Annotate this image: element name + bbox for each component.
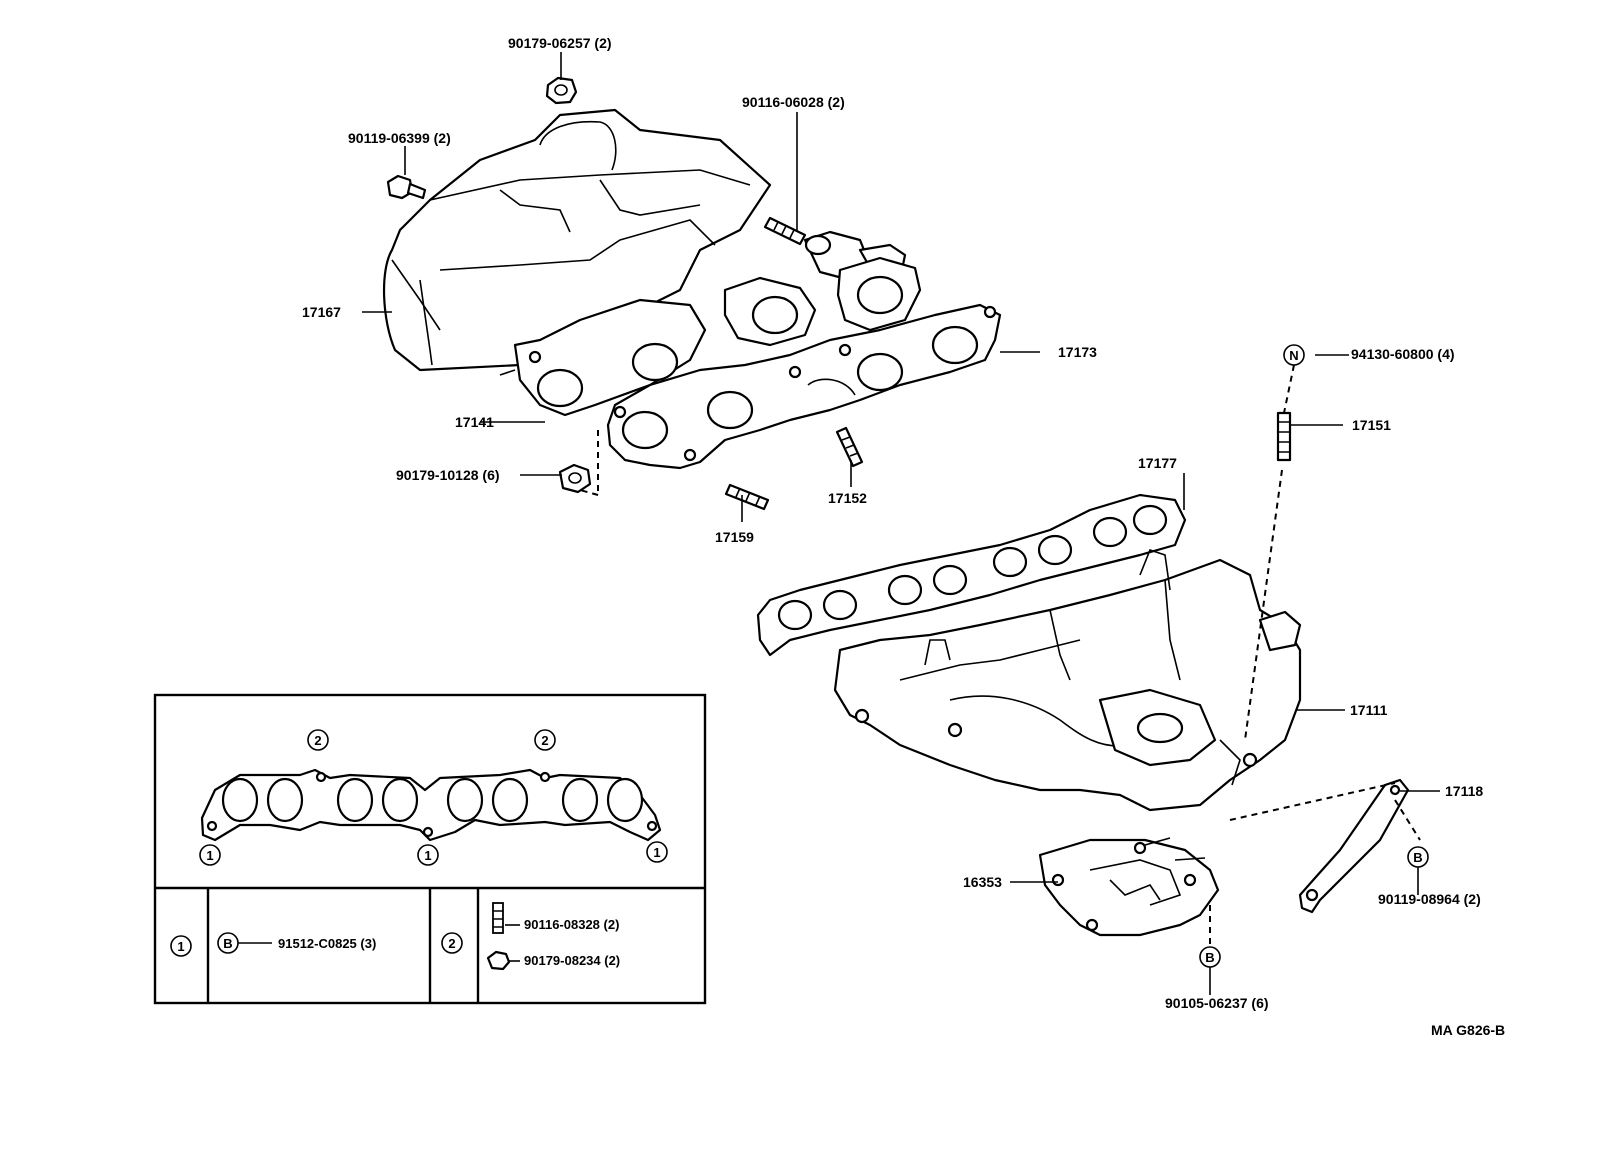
label-17118: 17118 xyxy=(1445,783,1483,799)
legend-stud: 90116-08328 (2) xyxy=(524,917,619,932)
plate-16353[interactable] xyxy=(1038,837,1220,937)
label-90119-08964: 90119-08964 (2) xyxy=(1378,891,1481,907)
svg-text:2: 2 xyxy=(541,733,548,748)
gasket-17177[interactable] xyxy=(756,493,1187,657)
label-17111: 17111 xyxy=(1350,702,1388,718)
symbol-b-90105-06237: B xyxy=(1199,946,1221,968)
label-90105-06237: 90105-06237 (6) xyxy=(1165,995,1269,1011)
legend-box: 2 2 1 1 1 1 B 91512-C0825 (3) xyxy=(153,693,707,1005)
symbol-n-94130: N xyxy=(1283,344,1305,366)
marker-1-left: 1 xyxy=(199,844,221,866)
marker-2-left: 2 xyxy=(307,729,329,751)
legend-symbol-b: B xyxy=(217,932,239,954)
label-17159: 17159 xyxy=(715,529,754,545)
stud-90116-06028[interactable] xyxy=(763,216,807,246)
stud-17152[interactable] xyxy=(835,426,864,468)
part-labels: 90179-06257 (2) 90116-06028 (2) 90119-06… xyxy=(302,35,1505,1038)
legend-key-2: 2 xyxy=(441,932,463,954)
marker-1-center: 1 xyxy=(417,844,439,866)
svg-text:2: 2 xyxy=(314,733,321,748)
svg-text:1: 1 xyxy=(653,845,660,860)
gasket-17173[interactable] xyxy=(528,303,1002,470)
legend-stud-icon xyxy=(492,902,504,934)
svg-text:B: B xyxy=(223,936,232,951)
svg-text:B: B xyxy=(1205,950,1214,965)
svg-text:B: B xyxy=(1413,850,1422,865)
marker-2-right: 2 xyxy=(534,729,556,751)
label-17167: 17167 xyxy=(302,304,341,320)
label-94130-60800: 94130-60800 (4) xyxy=(1351,346,1455,362)
svg-text:1: 1 xyxy=(177,939,184,954)
nut-90179-10128[interactable] xyxy=(558,463,592,494)
label-16353: 16353 xyxy=(963,874,1002,890)
marker-1-right: 1 xyxy=(646,841,668,863)
label-90179-06257: 90179-06257 (2) xyxy=(508,35,612,51)
legend-key-1: 1 xyxy=(170,935,192,957)
label-90179-10128: 90179-10128 (6) xyxy=(396,467,500,483)
stud-17151[interactable] xyxy=(1276,411,1292,462)
nut-90179-06257[interactable] xyxy=(545,76,578,105)
label-90119-06399: 90119-06399 (2) xyxy=(348,130,451,146)
legend-part-b: 91512-C0825 (3) xyxy=(278,936,376,951)
svg-text:1: 1 xyxy=(424,848,431,863)
label-17177: 17177 xyxy=(1138,455,1177,471)
symbol-b-90119-08964: B xyxy=(1407,846,1429,868)
svg-text:N: N xyxy=(1289,348,1298,363)
label-90116-06028: 90116-06028 (2) xyxy=(742,94,845,110)
legend-nut: 90179-08234 (2) xyxy=(524,953,620,968)
svg-text:1: 1 xyxy=(206,848,213,863)
label-17152: 17152 xyxy=(828,490,867,506)
label-17173: 17173 xyxy=(1058,344,1097,360)
stud-17159[interactable] xyxy=(724,483,770,511)
bolt-90119-06399[interactable] xyxy=(386,174,427,200)
label-17141: 17141 xyxy=(455,414,494,430)
label-17151: 17151 xyxy=(1352,417,1391,433)
intake-runners-17141[interactable] xyxy=(499,256,922,417)
dashed-lines xyxy=(579,364,1421,945)
air-intake-chamber-17167[interactable] xyxy=(382,108,907,372)
intake-manifold-17111[interactable] xyxy=(833,549,1302,812)
legend-nut-icon xyxy=(486,950,511,971)
svg-text:2: 2 xyxy=(448,936,455,951)
drawing-code: MA G826-B xyxy=(1431,1022,1505,1038)
leader-lines xyxy=(362,52,1440,995)
bracket-17118[interactable] xyxy=(1298,778,1410,914)
